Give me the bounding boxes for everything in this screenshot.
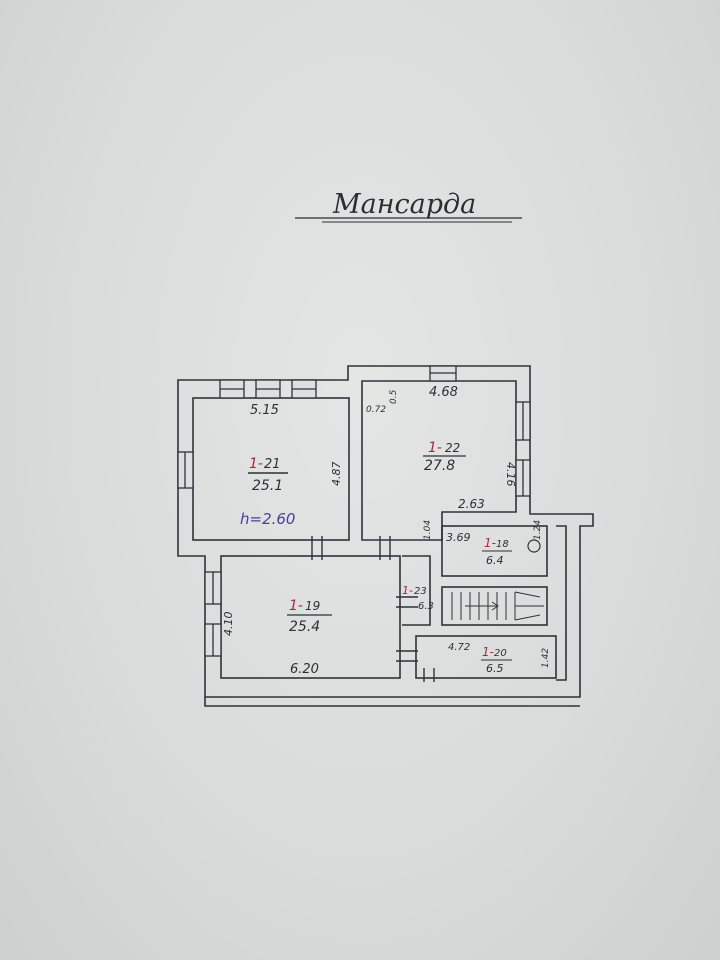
plan-title: Мансарда [332, 189, 476, 220]
room-21-side: 4.87 [330, 462, 343, 487]
height-mark: h=2.60 [240, 510, 295, 528]
room-20-code: 20 [494, 648, 507, 659]
walls [177, 365, 594, 707]
room-18-code: 18 [496, 539, 509, 550]
room-22-step: 1.04 [423, 520, 433, 540]
room-18-code-prefix: 1- [484, 536, 496, 550]
room-22-width: 4.68 [429, 385, 458, 400]
wall-right-strip [556, 525, 567, 681]
room-20-width: 4.72 [448, 642, 470, 653]
wall-room-18 [441, 525, 548, 577]
room-19-area: 25.4 [289, 619, 320, 635]
wall-room-22 [361, 380, 517, 541]
stair-treads [451, 591, 544, 621]
room-18-area: 6.4 [486, 554, 504, 567]
wall-room-19 [220, 555, 401, 679]
wall-room-20 [415, 635, 557, 679]
room-19-side: 4.10 [222, 612, 235, 637]
room-20-code-prefix: 1- [482, 645, 494, 659]
room-20-side: 1.42 [541, 648, 551, 668]
wall-base [204, 697, 580, 707]
stair-arrow [465, 601, 499, 611]
room-19-code-prefix: 1- [289, 598, 303, 614]
room-21-code: 21 [264, 457, 281, 472]
room-21-area: 25.1 [252, 478, 283, 494]
room-23-code-prefix: 1- [402, 584, 413, 597]
room-22-code: 22 [445, 441, 460, 455]
outer-wall [177, 365, 594, 698]
room-21-code-prefix: 1- [249, 456, 263, 472]
room-20-area: 6.5 [486, 662, 504, 675]
fixture-icon [527, 539, 541, 553]
doors [311, 536, 435, 682]
room-22-corner-a: 0.5 [389, 389, 399, 404]
room-23-area: 6.3 [418, 601, 434, 612]
wall-corridor-23 [402, 555, 431, 626]
room-19-code: 19 [305, 599, 320, 613]
room-22-corner-b: 0.72 [366, 405, 386, 415]
wall-stair [441, 586, 548, 626]
room-18-width: 3.69 [446, 531, 471, 544]
room-18-side: 1.24 [533, 520, 543, 540]
room-21-width: 5.15 [250, 403, 279, 418]
room-22-side: 4.16 [504, 462, 517, 487]
windows [177, 365, 531, 657]
room-23-code: 23 [414, 586, 427, 597]
room-22-bottom: 2.63 [458, 497, 485, 511]
room-19-width: 6.20 [290, 662, 319, 677]
stair-turn [514, 591, 544, 621]
room-22-code-prefix: 1- [428, 440, 442, 456]
room-22-area: 27.8 [424, 458, 455, 474]
